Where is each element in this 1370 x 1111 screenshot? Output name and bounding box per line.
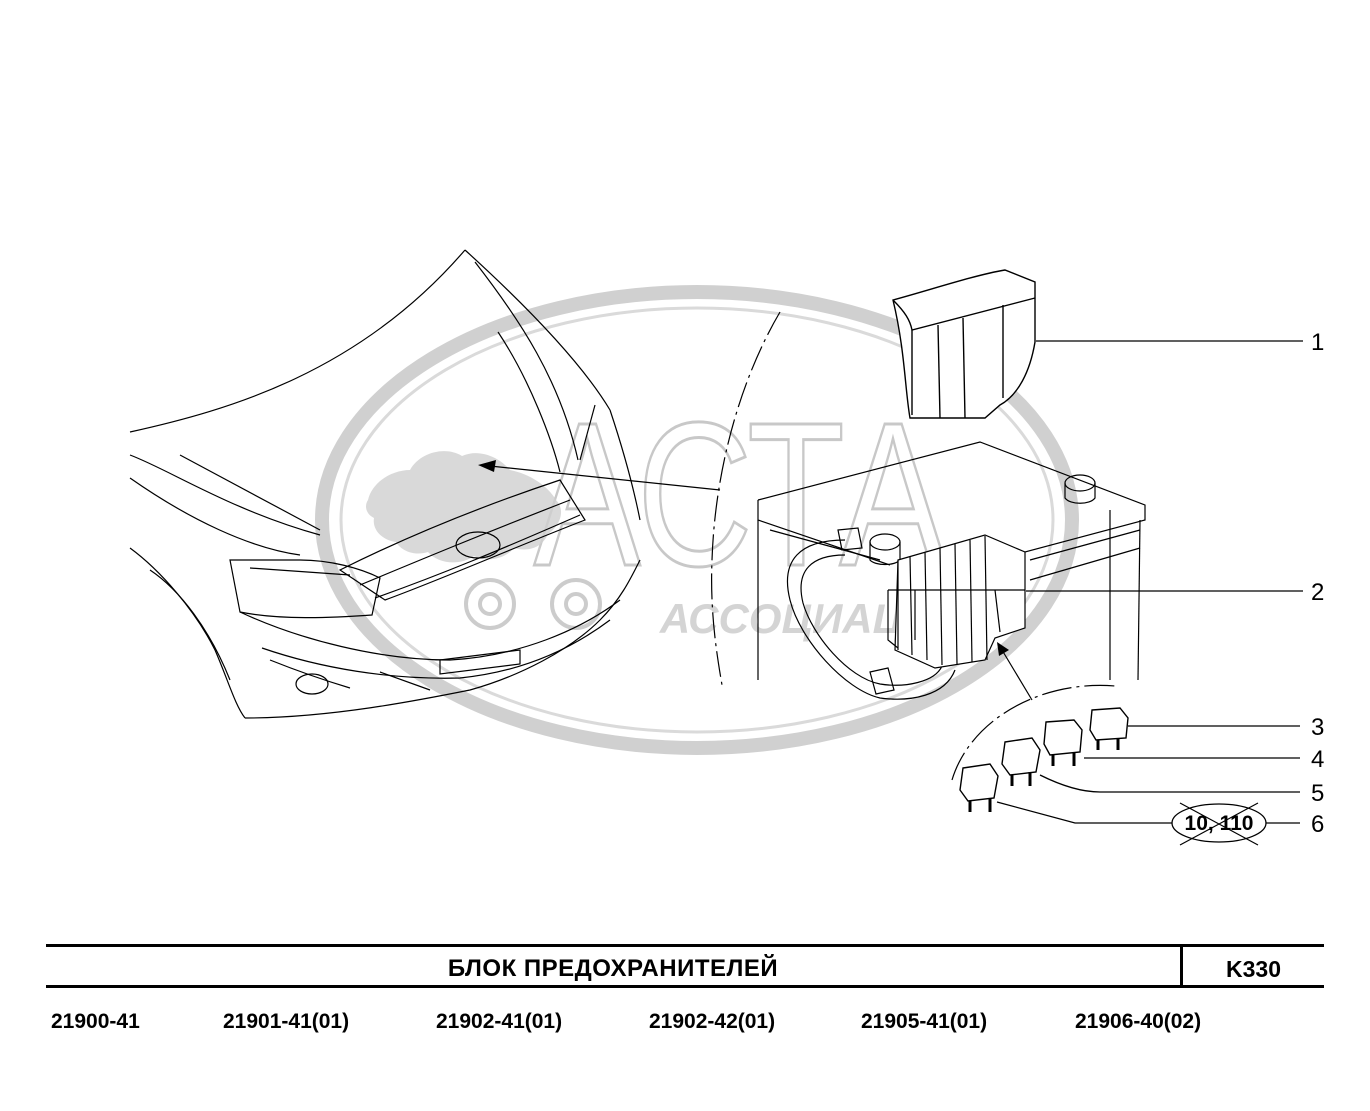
fuse-box-cover: [892, 269, 1036, 419]
sheet-code: K330: [1226, 956, 1281, 982]
model-list: 21900-41 21901-41(01) 21902-41(01) 21902…: [0, 1010, 1370, 1040]
callout-6: 6: [1311, 811, 1324, 838]
callout-5: 5: [1311, 780, 1324, 807]
fuse-3: [1089, 707, 1129, 750]
leader-arrow: [478, 460, 721, 491]
fuse-5: [1001, 737, 1041, 786]
model-number: 21905-41(01): [861, 1010, 988, 1033]
fuse-items: [959, 707, 1129, 812]
crossed-out-note: 10, 110: [1171, 802, 1267, 846]
leader-lines: [996, 340, 1303, 824]
watermark: АСТА АССОЦИАЦИЯ: [315, 285, 1079, 755]
callout-3: 3: [1311, 714, 1324, 741]
view-separator: [711, 311, 781, 686]
fuse-4: [1043, 719, 1083, 766]
note-text: 10, 110: [1185, 812, 1254, 835]
callout-4: 4: [1311, 746, 1324, 773]
detail-arc: [951, 684, 1116, 781]
model-number: 21901-41(01): [223, 1010, 350, 1033]
model-number: 21900-41: [51, 1010, 140, 1033]
title-frame: БЛОК ПРЕДОХРАНИТЕЛЕЙ K330: [46, 944, 1324, 988]
fuse-6: [959, 763, 999, 812]
model-number: 21906-40(02): [1075, 1010, 1202, 1033]
battery-and-fuse-block: [757, 441, 1146, 700]
watermark-word: АСТА: [534, 380, 947, 609]
model-number: 21902-42(01): [649, 1010, 776, 1033]
bison-emblem: [366, 451, 562, 563]
page-title: БЛОК ПРЕДОХРАНИТЕЛЕЙ: [447, 955, 779, 982]
car-front-illustration: [129, 249, 641, 719]
callout-1: 1: [1311, 329, 1324, 356]
gear-icon: [464, 578, 602, 630]
title-divider: [1180, 947, 1183, 985]
model-number: 21902-41(01): [436, 1010, 563, 1033]
callout-2: 2: [1311, 579, 1324, 606]
detail-arrow: [997, 642, 1033, 701]
